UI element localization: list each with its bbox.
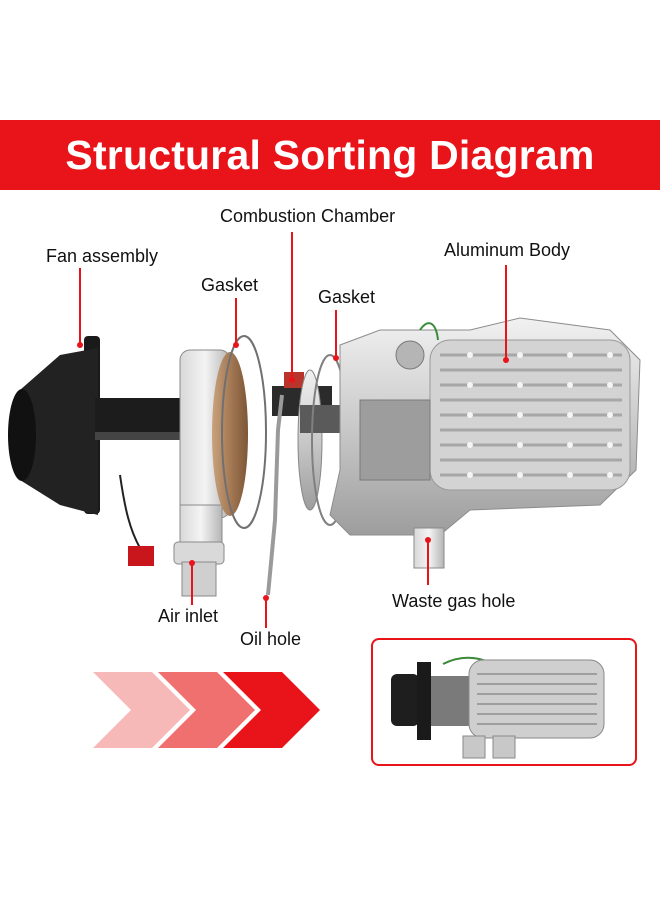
label-waste-gas-hole: Waste gas hole [392, 591, 516, 611]
label-aluminum-body: Aluminum Body [444, 240, 571, 260]
label-air-inlet: Air inlet [158, 606, 219, 626]
chevron-arrows [93, 672, 320, 748]
fan-assembly-part [8, 336, 185, 566]
assembled-product-thumbnail [371, 638, 637, 766]
chevron-arrow-3 [223, 672, 320, 748]
chevron-arrow-2 [158, 672, 255, 748]
assembled-heater-image [391, 656, 605, 759]
chevron-arrow-1 [93, 672, 190, 748]
aluminum-body-part [329, 317, 641, 569]
page-title: Structural Sorting Diagram [65, 131, 595, 178]
label-gasket-1: Gasket [201, 275, 259, 295]
air-inlet-housing-part [173, 349, 248, 597]
title-banner: Structural Sorting Diagram [0, 120, 660, 190]
leader-lines [79, 232, 507, 628]
label-fan-assembly: Fan assembly [46, 246, 159, 266]
label-gasket-2: Gasket [318, 287, 376, 307]
gasket-1-part [221, 335, 267, 529]
label-oil-hole: Oil hole [240, 629, 302, 649]
label-combustion-chamber: Combustion Chamber [220, 206, 396, 226]
